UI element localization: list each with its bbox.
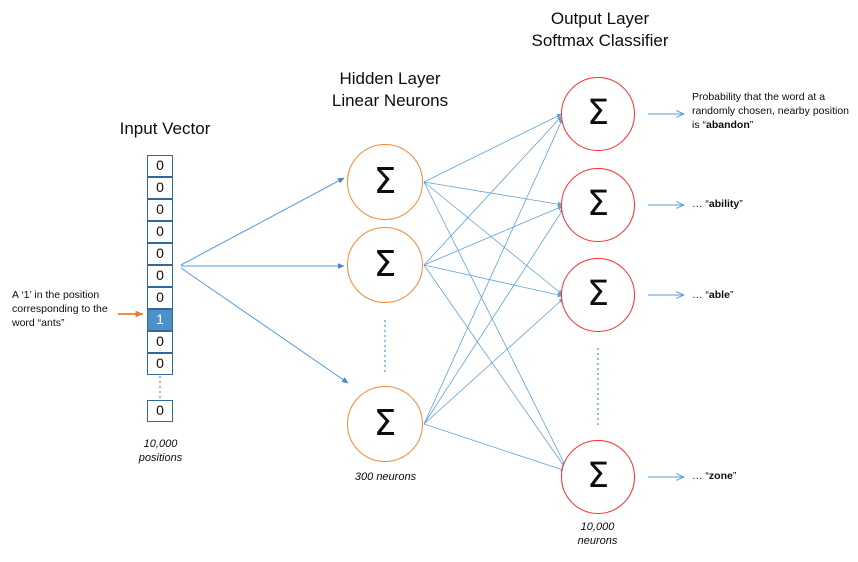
input-vector-cell-last[interactable]: 0 (147, 400, 173, 422)
input-vector-cell[interactable]: 0 (147, 221, 173, 243)
input-vector-cell[interactable]: 0 (147, 287, 173, 309)
output-label-word: ability (708, 198, 740, 210)
output-label: … “able” (692, 288, 852, 302)
output-neuron[interactable]: Σ (561, 440, 635, 514)
input-vector-cell[interactable]: 0 (147, 243, 173, 265)
output-label-prefix: … “ (692, 198, 709, 210)
output-label: … “zone” (692, 469, 852, 483)
input-to-hidden-arrows (180, 177, 349, 384)
input-vector-caption: 10,000 positions (138, 438, 183, 464)
input-vector-cell[interactable]: 0 (147, 199, 173, 221)
output-label-prefix: … “ (692, 470, 709, 482)
hidden-layer-caption: 300 neurons (354, 471, 417, 483)
input-vector-cell[interactable]: 0 (147, 177, 173, 199)
hidden-to-output-arrows (423, 113, 567, 472)
output-label-word: zone (708, 470, 733, 482)
output-label-word: able (708, 289, 730, 301)
output-label-suffix: ” (732, 470, 737, 482)
output-label-suffix: ” (739, 198, 743, 210)
hidden-layer-title: Hidden Layer Linear Neurons (331, 69, 449, 110)
input-vector-cell[interactable]: 0 (147, 331, 173, 353)
hidden-neuron[interactable]: Σ (347, 386, 423, 462)
output-neuron[interactable]: Σ (561, 77, 635, 151)
output-layer-title: Output Layer Softmax Classifier (531, 9, 669, 50)
output-label-prefix: Probability that the word at a randomly … (692, 91, 850, 131)
output-label-prefix: … “ (692, 289, 709, 301)
input-vector-cell[interactable]: 0 (147, 155, 173, 177)
output-label-suffix: ” (749, 119, 754, 131)
input-vector-cell[interactable]: 0 (147, 265, 173, 287)
ants-annotation-text: A ‘1’ in the position corresponding to t… (12, 289, 108, 329)
output-label-word: abandon (706, 119, 750, 131)
output-label: … “ability” (692, 197, 852, 211)
hidden-neuron[interactable]: Σ (347, 227, 423, 303)
hidden-neuron[interactable]: Σ (347, 144, 423, 220)
output-neuron[interactable]: Σ (561, 258, 635, 332)
output-label-suffix: ” (729, 289, 734, 301)
input-vector-cell[interactable]: 0 (147, 353, 173, 375)
output-to-label-arrows (648, 114, 684, 477)
input-vector-cell-active[interactable]: 1 (147, 309, 173, 331)
output-neuron[interactable]: Σ (561, 168, 635, 242)
output-layer-caption: 10,000 neurons (577, 521, 618, 547)
output-label: Probability that the word at a randomly … (692, 90, 852, 132)
input-layer-title: Input Vector (119, 119, 211, 138)
